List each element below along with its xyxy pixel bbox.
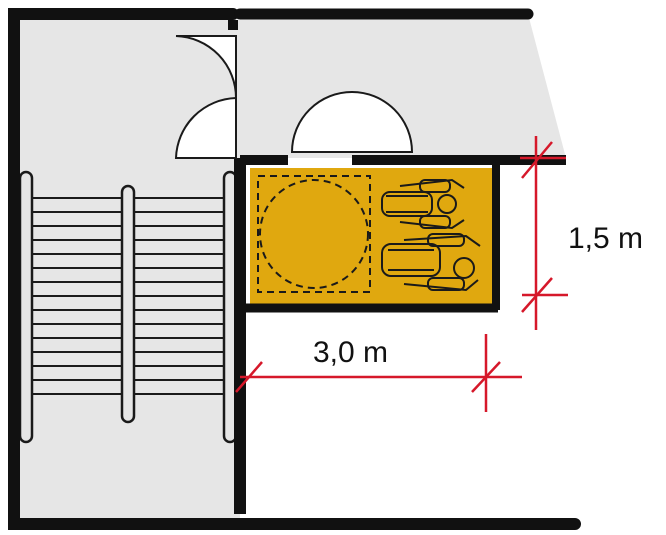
double-door-left-lower xyxy=(174,96,237,159)
refuge-door-arc xyxy=(290,91,414,153)
wheelchair-user-icon xyxy=(381,178,465,230)
door-jamb xyxy=(228,20,238,30)
width-dimension-line xyxy=(235,334,522,412)
turning-circle-icon xyxy=(257,175,371,293)
handrail-left xyxy=(18,170,34,444)
walls xyxy=(8,8,581,530)
handrails xyxy=(18,170,238,444)
width-dimension-label: 3,0 m xyxy=(313,336,388,369)
depth-dimension-label: 1,5 m xyxy=(568,222,643,255)
depth-dimension-line xyxy=(520,136,568,330)
wheelchair-user-icon-second xyxy=(381,233,481,292)
double-door-left xyxy=(175,35,237,99)
door-swing-icon xyxy=(174,35,414,159)
stair-flights xyxy=(18,170,238,444)
stairwell-outer-wall xyxy=(8,8,581,530)
refuge-area xyxy=(250,168,492,304)
dimension-lines xyxy=(235,136,568,412)
handrail-center xyxy=(120,184,136,424)
